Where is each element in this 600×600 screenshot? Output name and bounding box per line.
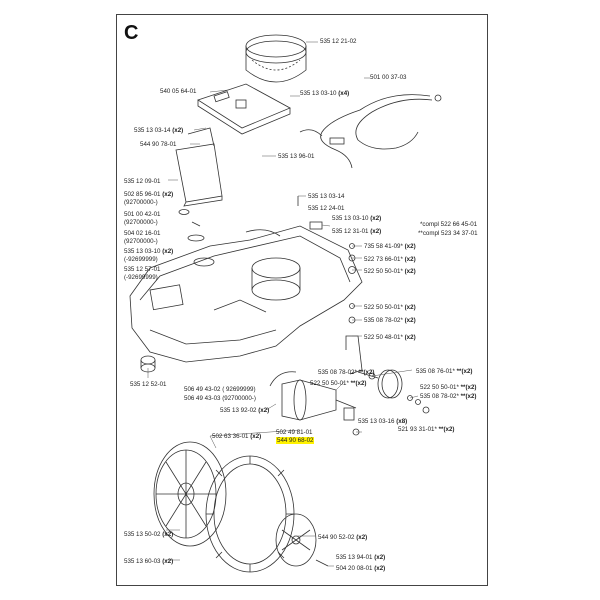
part-label: (92700000-) [124,219,158,226]
section-letter: C [124,22,139,44]
part-label: 506 49 43-02 ( 92699999) [184,386,256,393]
rear-wheel-hub-part [153,441,227,547]
part-label: (92700000-) [124,238,158,245]
part-label: 535 12 52-01 [130,381,167,388]
part-label: 535 12 31-01 (x2) [332,228,382,235]
part-label: 506 49 43-03 (92700000-) [184,395,256,402]
part-label: 735 58 41-09* (x2) [364,243,416,250]
part-label: (-92699999) [124,256,158,263]
part-label: 522 73 66-01* (x2) [364,256,416,263]
part-label: 522 50 50-01* (x2) [364,304,416,311]
diagram-frame [116,14,488,586]
part-label: 535 13 03-10 (x2) [124,248,174,255]
part-label: *compl 522 66 45-01 [420,221,478,228]
part-label: 502 49 81-01 [276,429,313,436]
part-label: 535 12 57-01 [124,266,161,273]
part-label: 522 50 48-01* (x2) [364,334,416,341]
part-label: 535 08 78-02* **(x2) [420,393,477,400]
part-label: 501 00 37-03 [370,74,407,81]
front-wheel-assembly-part [345,335,430,414]
hub-cap-part [275,513,329,567]
part-label: 540 05 64-01 [160,88,197,95]
part-label: 544 90 78-01 [140,141,177,148]
part-label: 502 85 96-01 (x2) [124,191,174,198]
part-label: **compl 523 34 37-01 [418,230,478,237]
part-label: 535 13 50-02 (x2) [124,531,174,538]
part-label: 535 13 92-02 (x2) [220,407,270,414]
part-label: 544 90 52-02 (x2) [318,534,368,541]
part-label: 535 12 21-02 [320,38,357,45]
part-label: 535 13 03-16 (x8) [358,418,408,425]
part-label: 535 08 76-01* **(x2) [416,368,473,375]
part-label: 544 90 68-02 [276,437,315,444]
part-label: 522 50 50-01* (x2) [364,268,416,275]
chassis-part [129,225,363,363]
part-label: 535 08 78-02* (x2) [364,317,416,324]
top-cover-part [245,34,307,83]
caster-part [140,355,156,373]
highlighted-part-number: 544 90 68-02 [276,437,315,444]
part-label: 535 13 60-03 (x2) [124,558,174,565]
part-label: 522 50 50-01* **(x2) [310,380,367,387]
display-module-part [175,127,223,207]
circuit-board-part [197,83,291,135]
part-label: (-92699999) [124,274,158,281]
part-label: 535 13 03-14 [308,193,345,200]
part-label: 502 63 36-01 (x2) [212,433,262,440]
part-label: 521 93 31-01* **(x2) [398,426,455,433]
rear-wheel-tire-part [205,455,295,573]
part-label: 535 13 96-01 [278,153,315,160]
cable-harness-part [299,94,442,169]
part-label: 535 08 78-02* **(x2) [318,369,375,376]
part-label: 535 13 03-10 (x2) [332,215,382,222]
part-label: 504 20 08-01 (x2) [336,565,386,572]
speaker-part [178,209,215,267]
part-label: 535 12 09-01 [124,178,161,185]
part-label: 504 02 16-01 [124,230,161,237]
part-label: 535 13 03-14 (x2) [134,127,184,134]
part-label: 501 00 42-01 [124,211,161,218]
part-label: 522 50 50-01* **(x2) [420,384,477,391]
motor-part [269,371,360,436]
part-label: 535 13 03-10 (x4) [300,90,350,97]
part-label: (92700000-) [124,199,158,206]
part-label: 535 12 24-01 [308,205,345,212]
part-label: 535 13 94-01 (x2) [336,554,386,561]
